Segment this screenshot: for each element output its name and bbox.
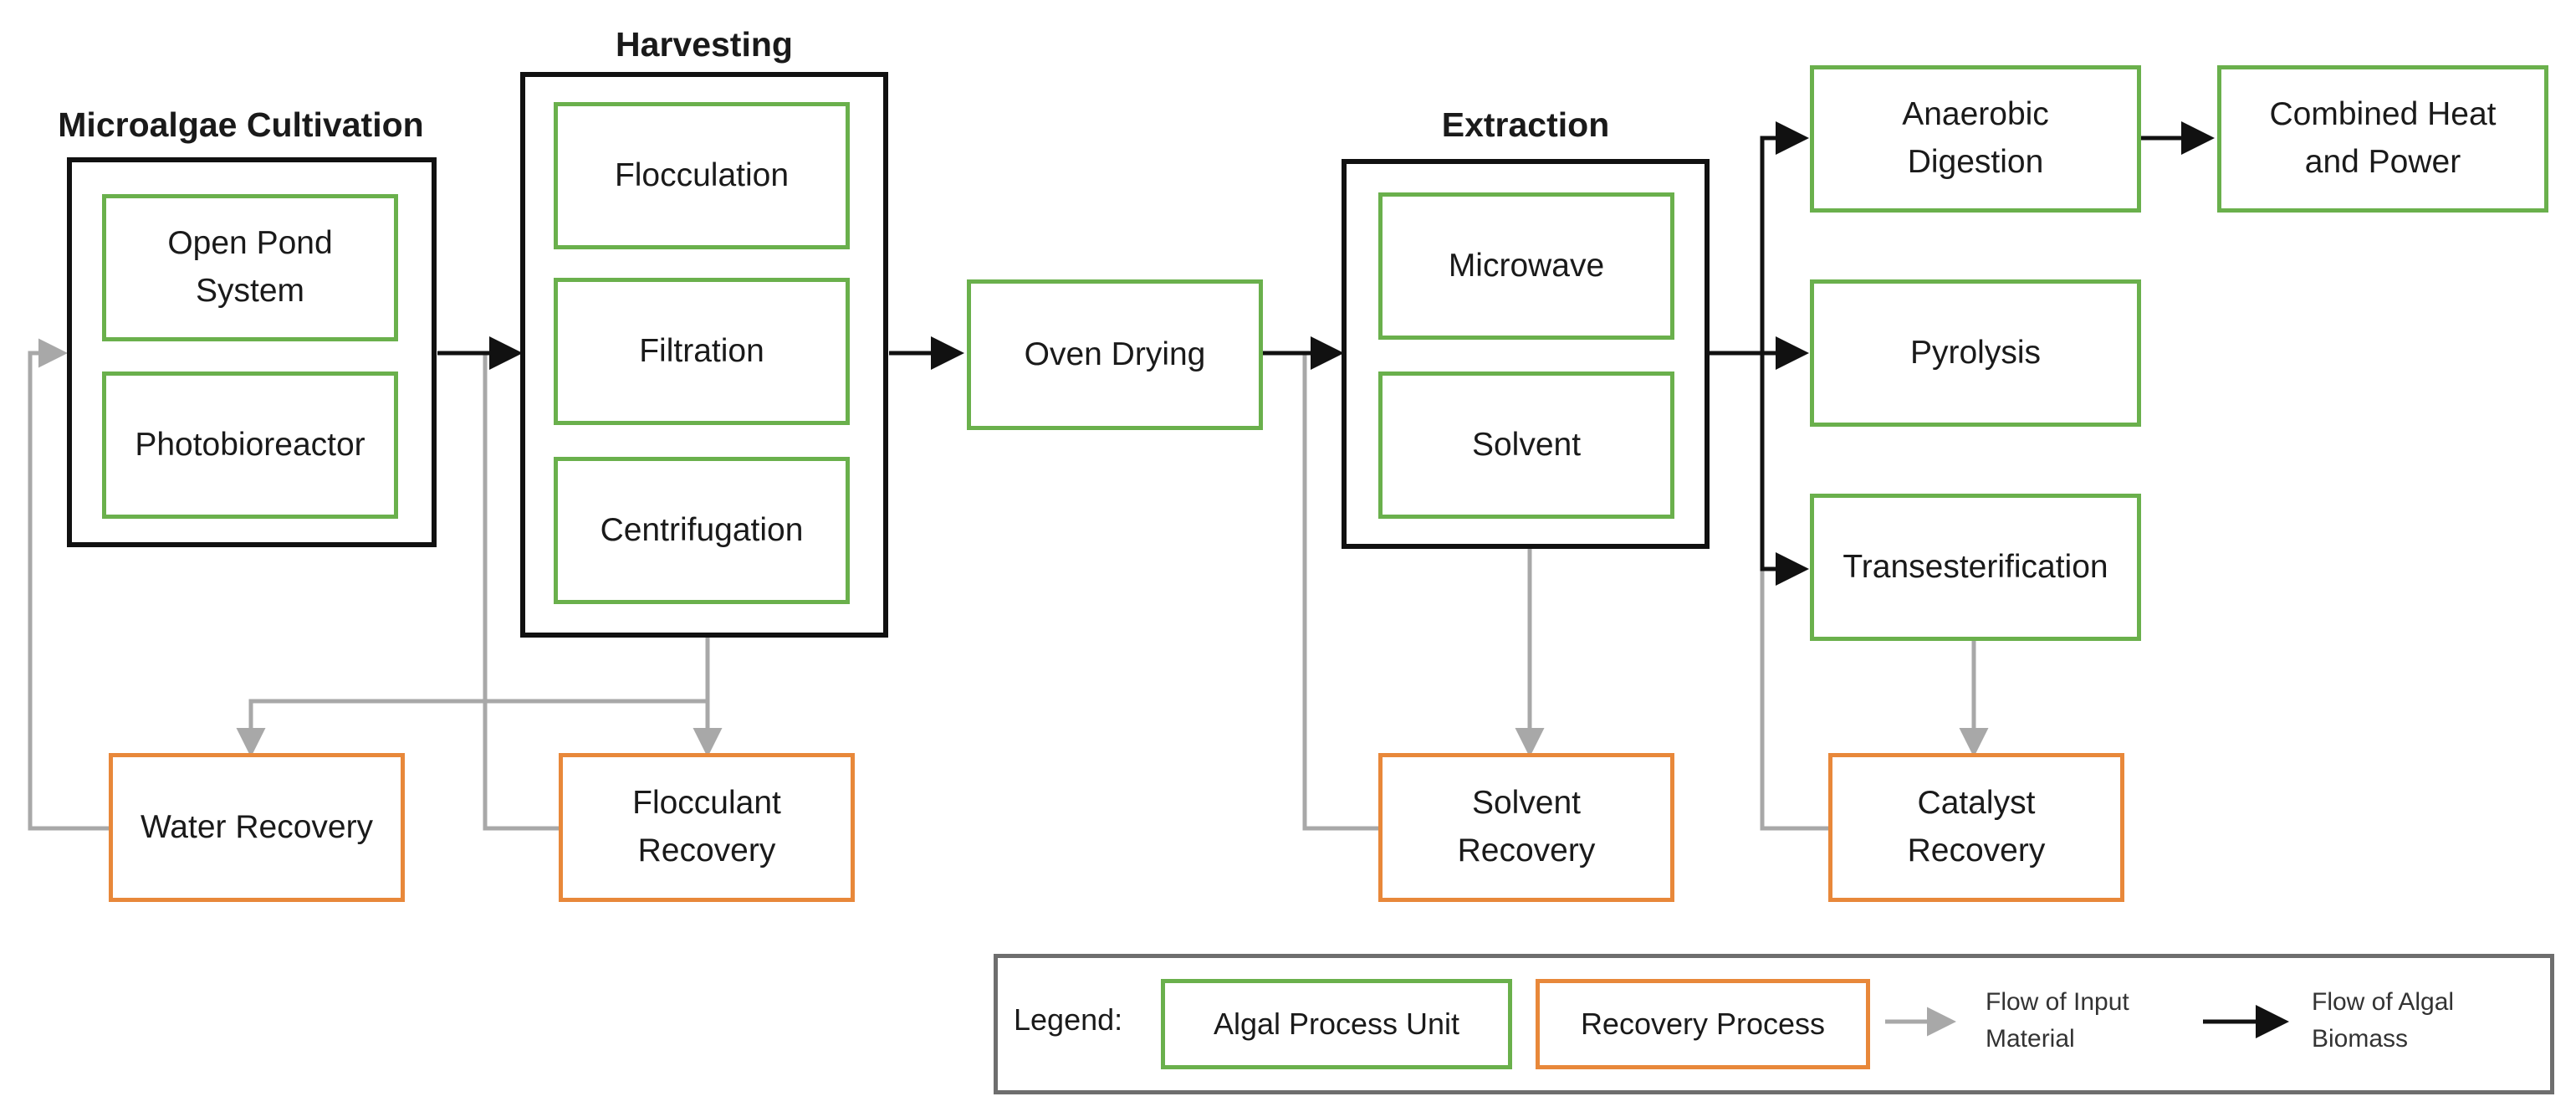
catalyst-return-line (1760, 569, 1828, 831)
water-return-line (28, 338, 109, 831)
extraction-to-digestion-arrow (1760, 121, 1809, 353)
flocculation-box: Flocculation (554, 102, 850, 249)
oven-drying-box: Oven Drying (967, 279, 1263, 430)
harvest-to-recovery-line (236, 638, 710, 757)
cultivation-group (67, 157, 437, 547)
combined-heat-power-box: Combined Heat and Power (2217, 65, 2548, 213)
legend (994, 954, 2554, 1094)
legend-input-flow-label: Flow of Input Material (1986, 988, 2129, 1053)
extraction-to-transester-arrow (1760, 353, 1809, 586)
microwave-box: Microwave (1378, 192, 1674, 340)
anaerobic-digestion-box: Anaerobic Digestion (1810, 65, 2141, 213)
pyrolysis-box: Pyrolysis (1810, 279, 2141, 427)
legend-title: Legend: (1014, 1002, 1123, 1037)
solvent-recovery-box: Solvent Recovery (1378, 753, 1674, 902)
legend-biomass-flow-label: Flow of Algal Biomass (2312, 988, 2455, 1053)
solvent-box: Solvent (1378, 371, 1674, 519)
harvesting-group (520, 72, 888, 638)
cultivation-heading: Microalgae Cultivation (58, 105, 424, 144)
filtration-box: Filtration (554, 278, 850, 425)
legend-process-unit-swatch: Algal Process Unit (1161, 979, 1512, 1069)
open-pond-system-box: Open Pond System (102, 194, 398, 341)
water-recovery-box: Water Recovery (109, 753, 405, 902)
extraction-heading: Extraction (1441, 105, 1610, 144)
harvesting-heading: Harvesting (616, 25, 793, 64)
centrifugation-box: Centrifugation (554, 457, 850, 604)
flocculant-return-line (483, 353, 559, 831)
transesterification-box: Transesterification (1810, 494, 2141, 641)
legend-recovery-swatch: Recovery Process (1536, 979, 1870, 1069)
photobioreactor-box: Photobioreactor (102, 371, 398, 519)
solvent-return-line (1302, 353, 1378, 831)
extraction-group (1342, 159, 1710, 549)
catalyst-recovery-box: Catalyst Recovery (1828, 753, 2124, 902)
flocculant-recovery-box: Flocculant Recovery (559, 753, 855, 902)
